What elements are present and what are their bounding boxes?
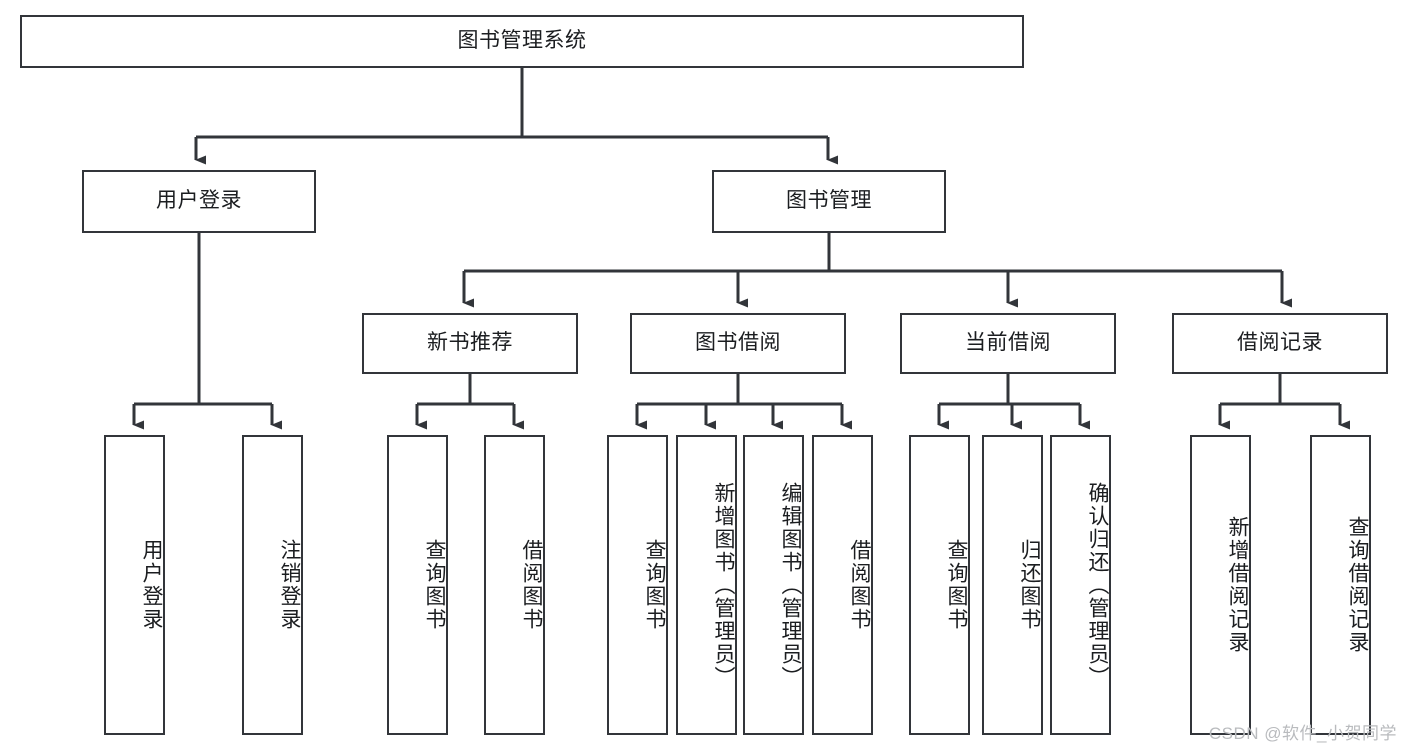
node-label: 新增图书（管理员） [712, 481, 735, 689]
node-leaf-return-book[interactable]: 归还图书 [982, 435, 1043, 735]
node-leaf-query-borrow-record[interactable]: 查询借阅记录 [1310, 435, 1371, 735]
node-leaf-edit-book[interactable]: 编辑图书（管理员） [743, 435, 804, 735]
node-label: 用户登录 [140, 539, 163, 631]
node-label: 新增借阅记录 [1226, 516, 1249, 654]
node-label: 编辑图书（管理员） [779, 481, 802, 689]
node-label: 图书管理 [786, 189, 872, 213]
node-leaf-query-book-2[interactable]: 查询图书 [607, 435, 668, 735]
node-leaf-user-logout[interactable]: 注销登录 [242, 435, 303, 735]
node-leaf-add-book[interactable]: 新增图书（管理员） [676, 435, 737, 735]
node-leaf-borrow-book-2[interactable]: 借阅图书 [812, 435, 873, 735]
node-label: 查询图书 [945, 539, 968, 631]
node-label: 确认归还（管理员） [1086, 481, 1109, 689]
node-new-book-recommend[interactable]: 新书推荐 [362, 313, 578, 374]
node-user-login[interactable]: 用户登录 [82, 170, 316, 233]
node-leaf-query-book-1[interactable]: 查询图书 [387, 435, 448, 735]
node-root-book-management-system[interactable]: 图书管理系统 [20, 15, 1024, 68]
node-label: 图书管理系统 [457, 29, 587, 53]
node-leaf-borrow-book-1[interactable]: 借阅图书 [484, 435, 545, 735]
node-label: 注销登录 [278, 539, 301, 631]
node-label: 查询图书 [643, 539, 666, 631]
node-label: 归还图书 [1018, 539, 1041, 631]
node-leaf-user-login[interactable]: 用户登录 [104, 435, 165, 735]
node-label: 查询图书 [423, 539, 446, 631]
node-label: 图书借阅 [695, 331, 781, 355]
node-leaf-add-borrow-record[interactable]: 新增借阅记录 [1190, 435, 1251, 735]
node-label: 借阅图书 [848, 539, 871, 631]
node-label: 借阅记录 [1237, 331, 1323, 355]
node-label: 新书推荐 [427, 331, 513, 355]
node-label: 当前借阅 [965, 331, 1051, 355]
node-borrow-record[interactable]: 借阅记录 [1172, 313, 1388, 374]
node-leaf-confirm-return[interactable]: 确认归还（管理员） [1050, 435, 1111, 735]
node-leaf-query-book-3[interactable]: 查询图书 [909, 435, 970, 735]
watermark-text: CSDN @软件_小贺同学 [1208, 724, 1397, 743]
node-current-borrow[interactable]: 当前借阅 [900, 313, 1116, 374]
node-label: 借阅图书 [520, 539, 543, 631]
node-label: 用户登录 [156, 189, 242, 213]
node-book-borrow[interactable]: 图书借阅 [630, 313, 846, 374]
node-label: 查询借阅记录 [1346, 516, 1369, 654]
node-book-manage[interactable]: 图书管理 [712, 170, 946, 233]
